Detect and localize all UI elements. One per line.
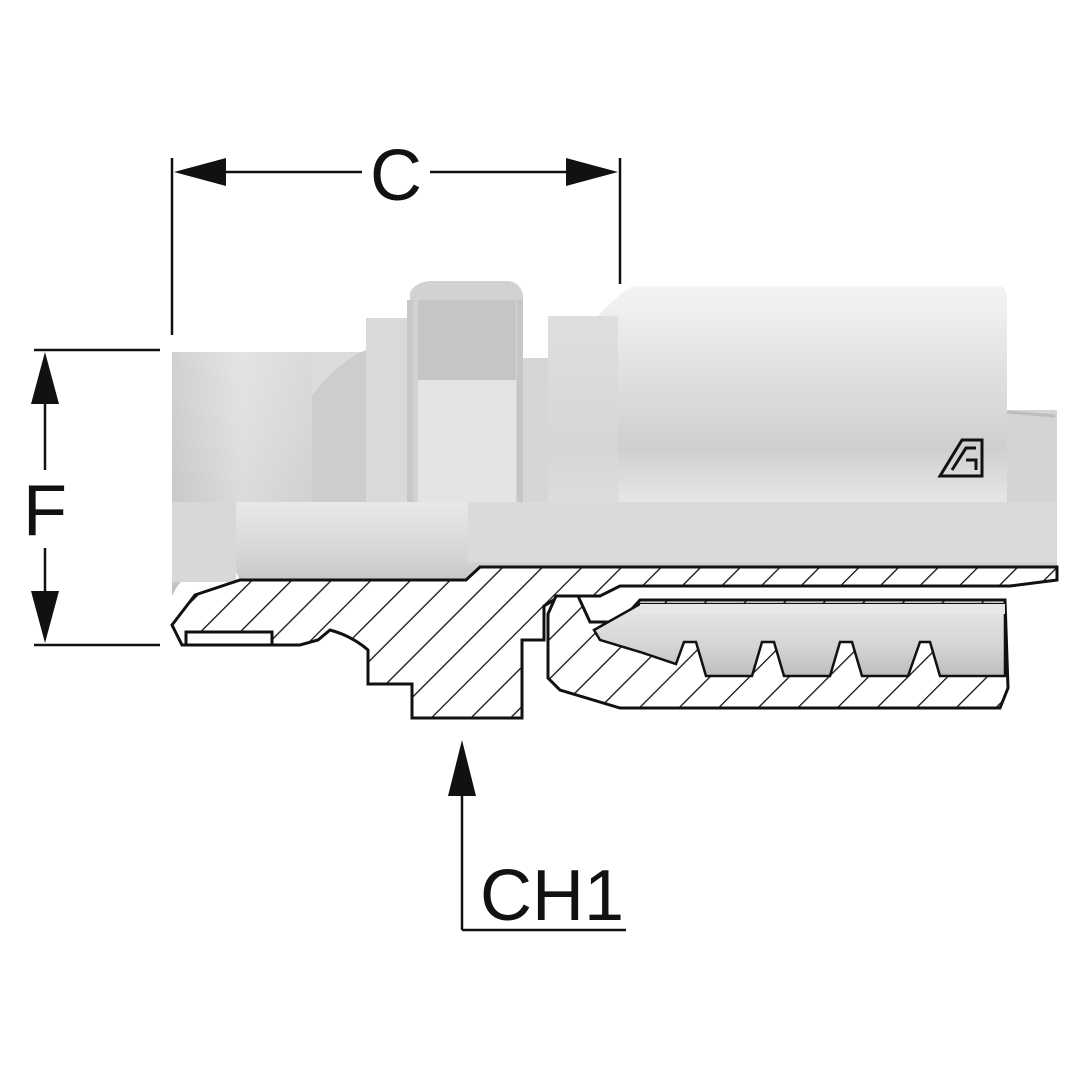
dimension-ch1-label: CH1 bbox=[480, 856, 624, 936]
dimension-c: C bbox=[170, 136, 622, 335]
fitting-bore bbox=[172, 502, 1057, 596]
nipple-section bbox=[170, 565, 1059, 720]
fitting-section bbox=[170, 565, 1059, 720]
ferrule-teeth bbox=[592, 602, 1007, 678]
manufacturer-logo-icon bbox=[937, 438, 984, 478]
ferrule-sleeve bbox=[548, 286, 1007, 502]
dimension-ch1: CH1 bbox=[448, 740, 626, 936]
fitting-exterior bbox=[172, 281, 1057, 502]
dimension-f: F bbox=[23, 348, 160, 647]
dimension-f-label: F bbox=[23, 471, 67, 551]
collar bbox=[366, 318, 414, 502]
hose-tail bbox=[1007, 410, 1057, 502]
dimension-c-label: C bbox=[370, 136, 422, 216]
